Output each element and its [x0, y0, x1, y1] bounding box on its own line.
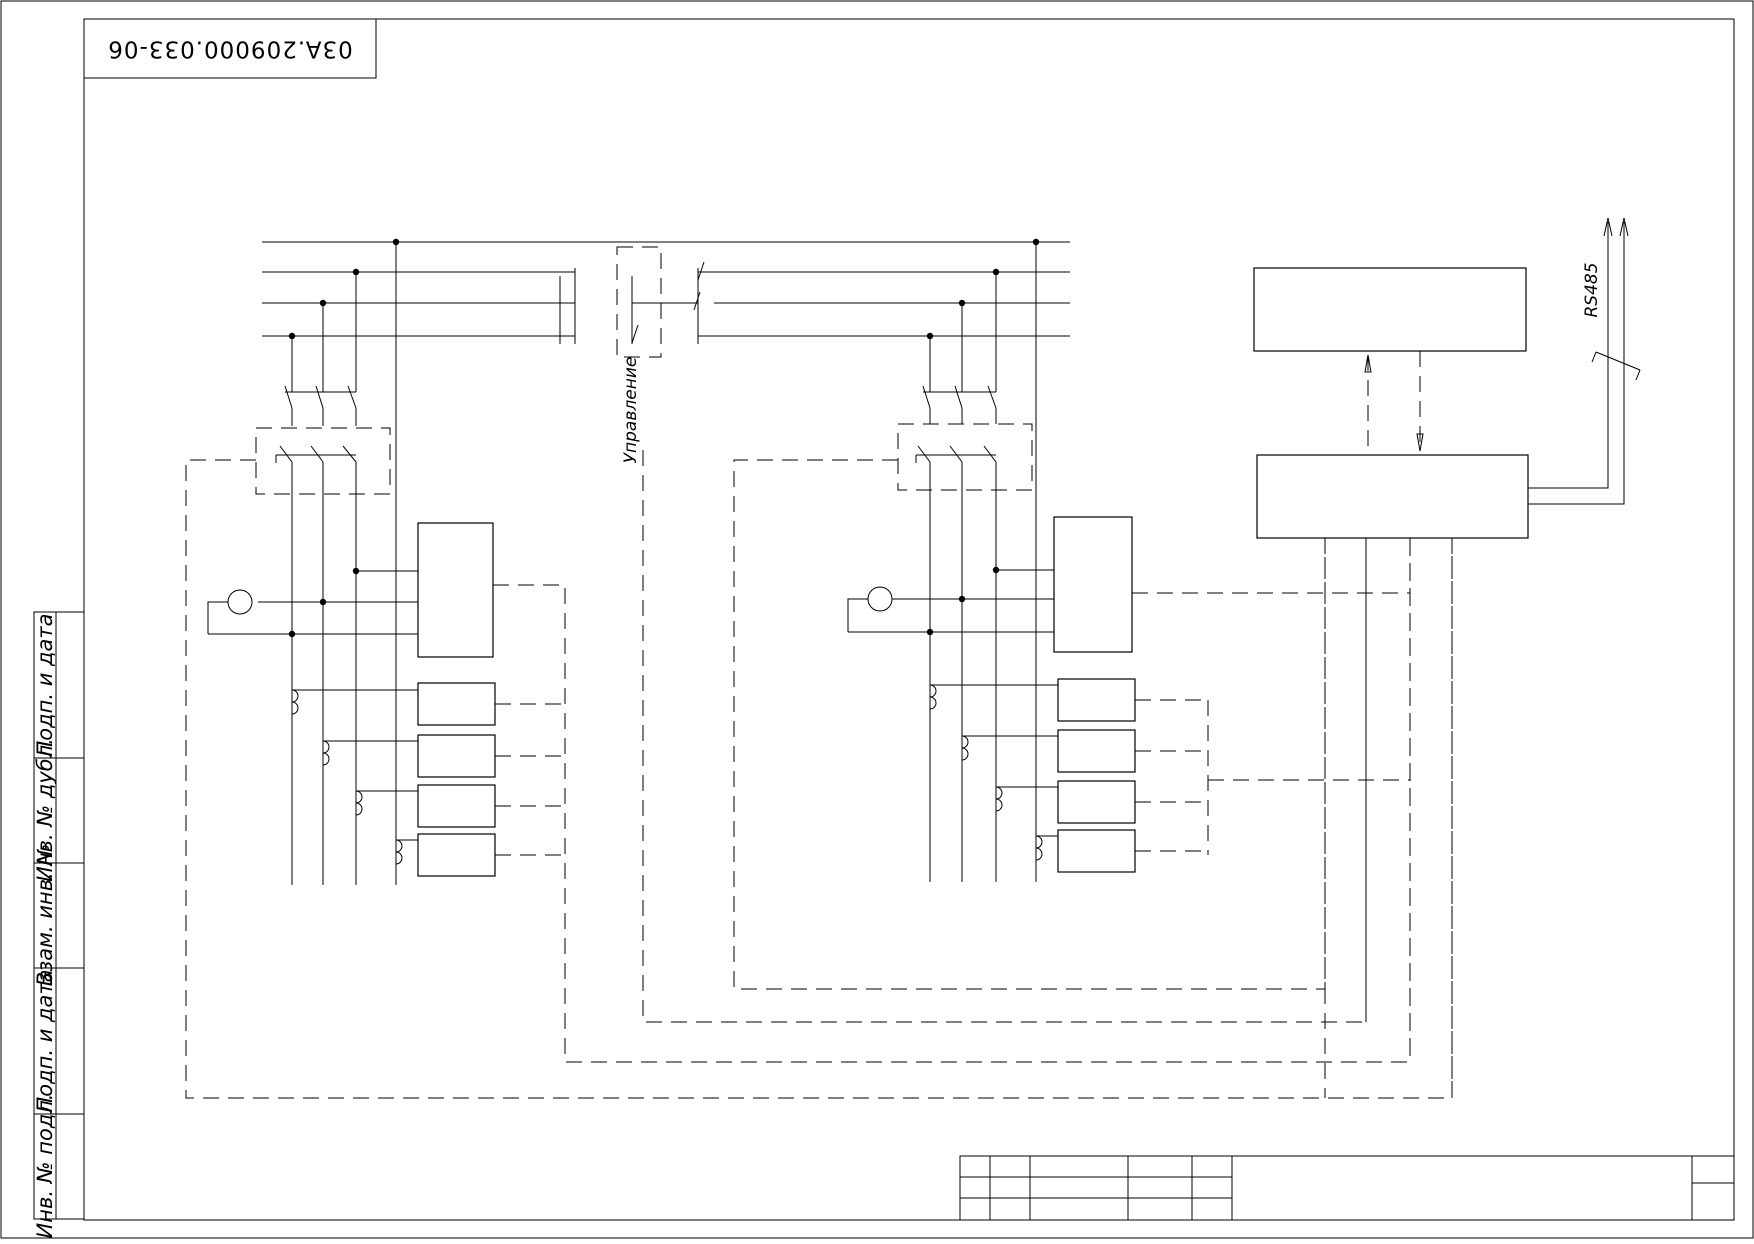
stamp-replacement-inv: Взам. инв. № [33, 844, 57, 987]
document-code: 03A.209000.033-06 [107, 36, 352, 62]
stamp-duplicate-inv: Инв. № дубл. [33, 738, 57, 882]
section-switch [556, 246, 718, 358]
control-label: Управление [621, 357, 641, 464]
right-feeder [733, 238, 1410, 990]
controller-unit [1253, 267, 1529, 1098]
document-code-box: 03A.209000.033-06 [83, 18, 377, 79]
rs485-label: RS485 [1582, 262, 1602, 317]
stamp-signature-date-1: Подп. и дата [33, 613, 57, 756]
rs485-link: RS485 [1528, 217, 1641, 505]
stamp-signature-date-2: Подп. и дата [33, 969, 57, 1112]
side-stamp: Подп. и дата Инв. № дубл. Взам. инв. № П… [33, 611, 85, 1239]
title-block [959, 1155, 1735, 1221]
left-feeder [185, 238, 1453, 1099]
stamp-original-inv: Инв. № подл. [33, 1094, 57, 1239]
control-link [642, 450, 1367, 1023]
busbars [262, 241, 1070, 337]
